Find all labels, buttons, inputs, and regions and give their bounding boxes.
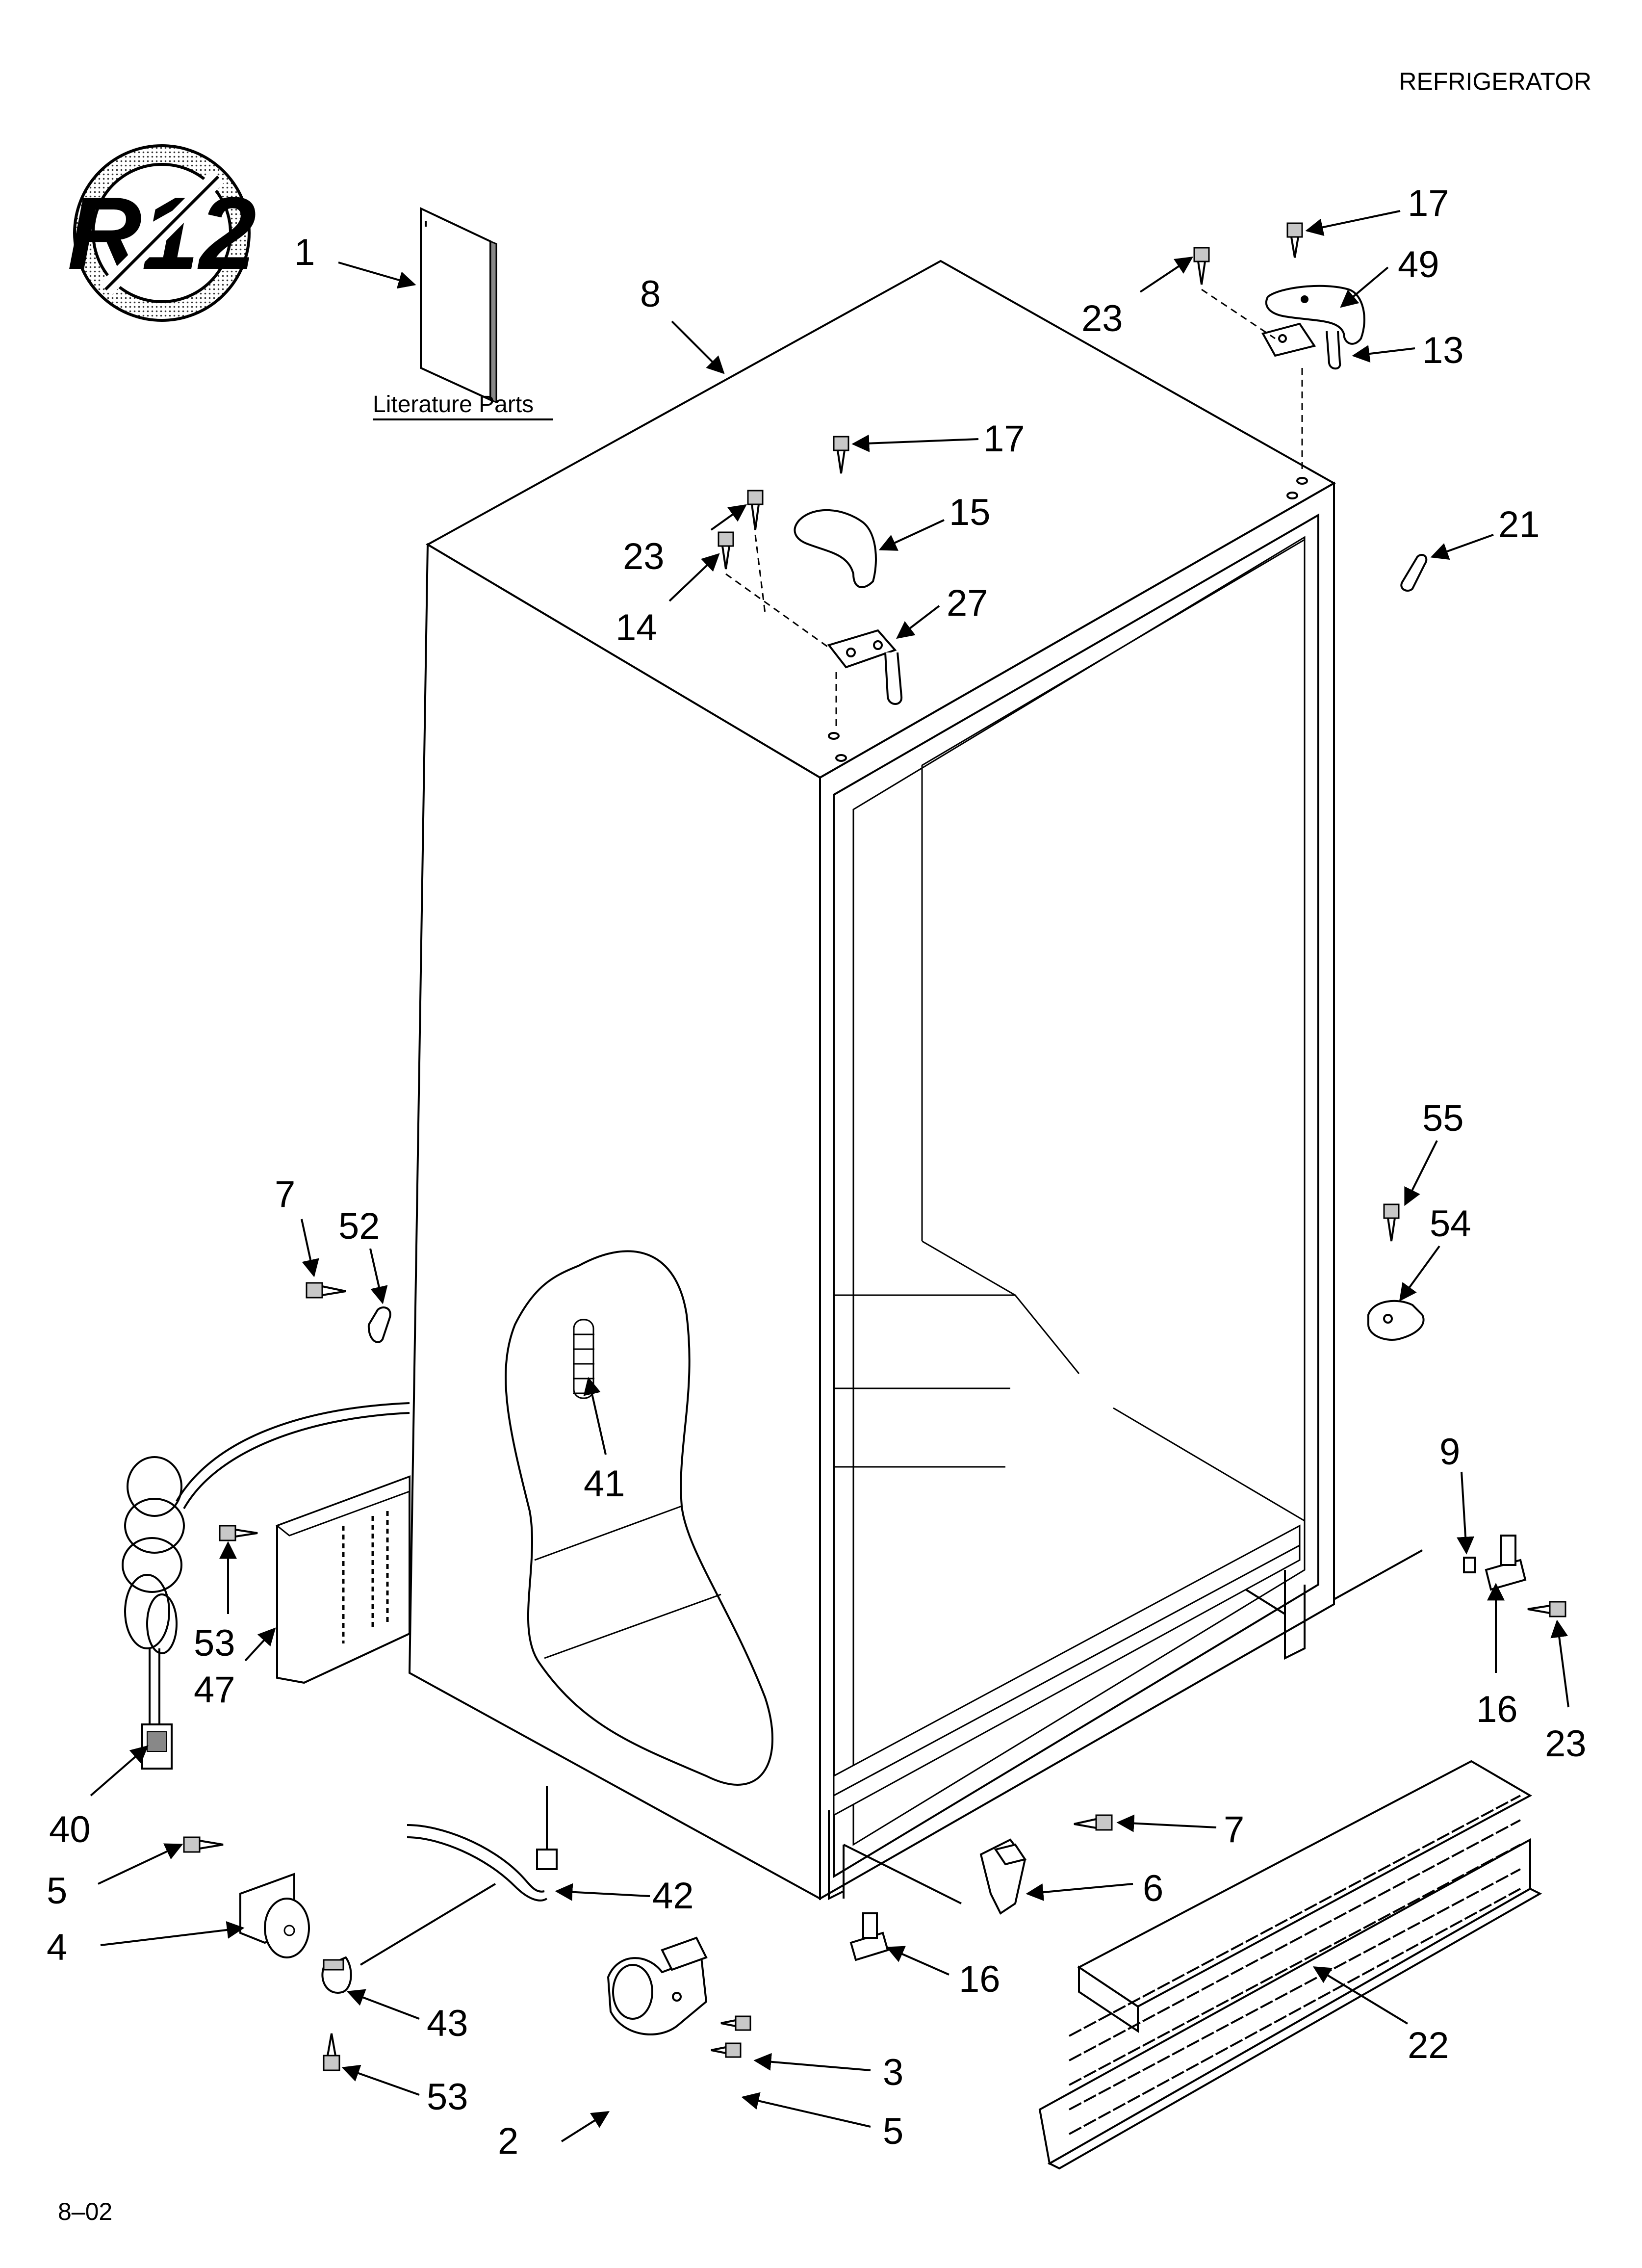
roller-2-icon: [607, 1936, 751, 2058]
callout-23-top-right: 23: [1081, 298, 1123, 339]
callout-8: 8: [640, 273, 661, 315]
callout-3: 3: [883, 2052, 903, 2093]
clip-52-icon: [367, 1306, 391, 1343]
callout-52: 52: [338, 1205, 380, 1247]
callout-23-bottom-right: 23: [1545, 1723, 1587, 1765]
callout-9: 9: [1439, 1431, 1460, 1473]
callout-numbers: 1 8 17 23 49 13 17 23 15 14 27 21 7 52 5…: [47, 182, 1587, 2162]
callout-7-left: 7: [275, 1173, 295, 1215]
bracket-6-icon: [843, 1814, 1113, 1915]
hinge-cover-15-icon: [794, 509, 877, 588]
hinge-screws-right-icon: [1193, 222, 1308, 499]
bracket-54-icon: [1367, 1203, 1425, 1341]
callout-16-bottom: 16: [959, 1958, 1001, 2000]
page-header: REFRIGERATOR: [1399, 68, 1591, 95]
callout-5-bottom: 5: [883, 2111, 903, 2152]
callout-43: 43: [427, 2003, 468, 2044]
callout-15: 15: [949, 492, 991, 533]
callout-16-right: 16: [1476, 1689, 1518, 1730]
callout-23-top-left: 23: [623, 536, 665, 577]
plug-21-icon: [1400, 554, 1428, 592]
callout-49: 49: [1398, 244, 1439, 286]
hinge-screws-icon: [718, 436, 849, 762]
callout-47: 47: [194, 1669, 235, 1711]
water-tube-42-icon: [359, 1786, 558, 1966]
cabinet-cutaway: [505, 1250, 773, 1786]
callout-7-bottom: 7: [1224, 1809, 1244, 1851]
screw-53-lower-icon: [323, 2033, 340, 2071]
callout-5-left: 5: [47, 1870, 67, 1912]
callout-4: 4: [47, 1927, 67, 1968]
control-box-47-icon: [219, 1475, 410, 1684]
literature-parts-label: Literature Parts: [373, 391, 534, 417]
callout-27: 27: [947, 582, 988, 624]
callout-55: 55: [1422, 1097, 1464, 1139]
callout-17-top-left: 17: [983, 418, 1025, 460]
callout-6: 6: [1143, 1868, 1163, 1909]
hinge-27-icon: [827, 629, 903, 705]
callout-40: 40: [49, 1809, 91, 1851]
hinge-cover-49-icon: [1265, 285, 1365, 345]
clip-43-icon: [321, 1956, 352, 1994]
no-r12-badge-icon: R12: [67, 144, 257, 322]
date-code: 8–02: [58, 2198, 112, 2225]
callout-13: 13: [1422, 330, 1464, 371]
bracket-16-right-icon: [1463, 1535, 1566, 1617]
literature-booklet-icon: [420, 207, 497, 404]
callout-41: 41: [584, 1463, 625, 1505]
callout-42: 42: [652, 1875, 694, 1917]
callout-leaders: [90, 210, 1569, 2142]
callout-1: 1: [294, 232, 315, 273]
roller-4-icon: [183, 1836, 310, 1958]
callout-14: 14: [616, 607, 657, 649]
callout-53-upper: 53: [194, 1622, 235, 1664]
bracket-16-lower-icon: [849, 1912, 889, 1961]
callout-54: 54: [1430, 1203, 1471, 1245]
toe-grille-22-icon: [1038, 1760, 1542, 2170]
callout-53-lower: 53: [427, 2076, 468, 2118]
cabinet-shell: [408, 260, 1423, 1901]
callout-17-top-right: 17: [1408, 182, 1449, 224]
screw-7-icon: [306, 1282, 346, 1299]
callout-2: 2: [498, 2120, 518, 2162]
hinge-13-icon: [1261, 322, 1341, 370]
callout-22: 22: [1408, 2025, 1449, 2066]
callout-21: 21: [1498, 504, 1540, 546]
